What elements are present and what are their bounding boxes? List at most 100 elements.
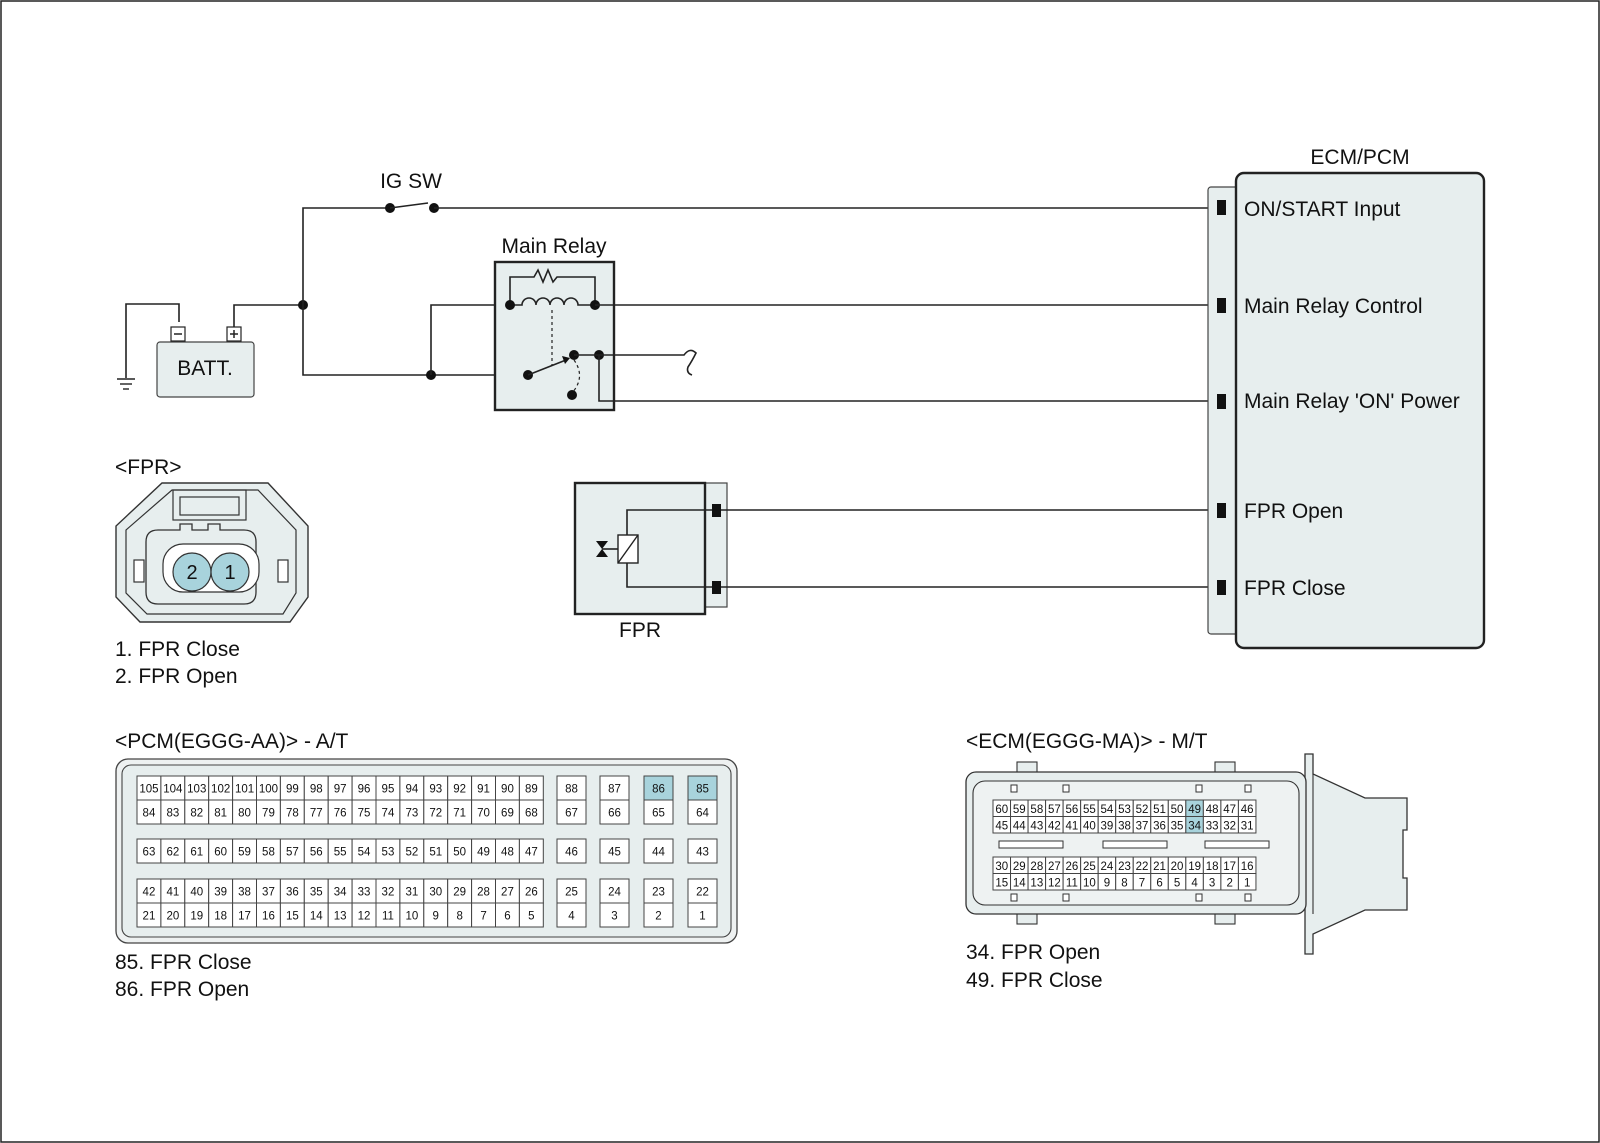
pin-cell-57: 57 [1045,799,1064,817]
fpr-pin-2-label: 2 [186,562,197,584]
svg-text:43: 43 [696,847,709,859]
pin-cell-78: 78 [279,799,305,825]
pin-cell-73: 73 [399,799,425,825]
svg-text:86: 86 [652,784,665,796]
pin-cell-104: 104 [160,775,186,801]
svg-text:5: 5 [1174,877,1180,889]
pin-cell-21: 21 [136,902,162,928]
svg-text:97: 97 [334,784,347,796]
pin-cell-37: 37 [256,878,281,904]
pin-cell-16: 16 [256,902,281,928]
svg-text:50: 50 [1171,804,1184,816]
svg-text:60: 60 [214,847,227,859]
svg-text:56: 56 [1065,804,1078,816]
pin-cell-89: 89 [518,775,544,801]
svg-text:49: 49 [1188,804,1201,816]
svg-text:10: 10 [405,911,418,923]
pcm-connector-title: <PCM(EGGG-AA)> - A/T [115,730,349,753]
svg-text:48: 48 [1206,804,1219,816]
svg-text:103: 103 [187,784,206,796]
svg-text:35: 35 [310,887,323,899]
fpr-connector-title: <FPR> [115,456,182,479]
svg-text:69: 69 [501,808,514,820]
svg-text:41: 41 [166,887,179,899]
pin-cell-28: 28 [471,878,497,904]
svg-text:57: 57 [286,847,299,859]
pin-cell-102: 102 [208,775,234,801]
svg-text:29: 29 [453,887,466,899]
svg-text:20: 20 [166,911,179,923]
circuit-diagram: BATT. IG SW Main Relay [117,146,1486,650]
svg-text:105: 105 [139,784,158,796]
svg-text:2: 2 [655,911,661,923]
pin-cell-13: 13 [327,902,353,928]
pin-cell-26: 26 [1062,856,1082,874]
pin-cell-28: 28 [1027,856,1047,874]
pin-cell-87: 87 [599,775,630,801]
pin-cell-33: 33 [1202,816,1222,834]
pin-cell-52: 52 [1132,799,1152,817]
pin-cell-74: 74 [375,799,401,825]
svg-text:35: 35 [1171,820,1184,832]
svg-text:2: 2 [1226,877,1232,889]
svg-text:6: 6 [504,911,510,923]
pin-cell-49: 49 [471,838,497,864]
svg-text:3: 3 [611,911,617,923]
svg-text:52: 52 [1136,804,1149,816]
svg-text:102: 102 [211,784,230,796]
svg-text:28: 28 [477,887,490,899]
svg-text:49: 49 [477,847,490,859]
pcm-legend-2: 86. FPR Open [115,978,249,1001]
pin-cell-29: 29 [447,878,473,904]
pin-cell-19: 19 [1185,856,1204,874]
fpr-pin-1-label: 1 [224,562,235,584]
svg-text:60: 60 [995,804,1008,816]
pin-cell-95: 95 [375,775,401,801]
ecm-module [1207,171,1486,650]
pin-cell-69: 69 [495,799,520,825]
svg-text:71: 71 [453,808,466,820]
svg-text:42: 42 [1048,820,1061,832]
pin-cell-88: 88 [556,775,587,801]
pin-cell-45: 45 [599,838,630,864]
svg-text:16: 16 [262,911,275,923]
pin-cell-4: 4 [556,902,587,928]
pin-cell-6: 6 [495,902,520,928]
pin-cell-7: 7 [471,902,497,928]
pin-cell-13: 13 [1027,873,1047,891]
svg-text:68: 68 [525,808,538,820]
pin-cell-43: 43 [687,838,718,864]
pin-cell-99: 99 [279,775,305,801]
pin-cell-82: 82 [184,799,210,825]
svg-text:8: 8 [1121,877,1127,889]
svg-text:36: 36 [1153,820,1166,832]
pin-cell-54: 54 [351,838,377,864]
pin-cell-34: 34 [327,878,353,904]
svg-text:70: 70 [477,808,490,820]
pin-cell-15: 15 [992,873,1012,891]
pin-cell-63: 63 [136,838,162,864]
svg-text:36: 36 [286,887,299,899]
battery-label: BATT. [177,357,233,380]
pin-cell-24: 24 [599,878,630,904]
pin-cell-21: 21 [1150,856,1169,874]
pin-cell-37: 37 [1132,816,1152,834]
pin-cell-103: 103 [184,775,210,801]
svg-text:30: 30 [429,887,442,899]
svg-text:45: 45 [995,820,1008,832]
ecm-pin-main-relay-on-power: Main Relay 'ON' Power [1244,390,1460,413]
pin-cell-35: 35 [303,878,329,904]
pin-cell-44: 44 [1010,816,1029,834]
svg-text:46: 46 [1241,804,1254,816]
svg-text:18: 18 [214,911,227,923]
svg-text:83: 83 [166,808,179,820]
pin-cell-36: 36 [1150,816,1169,834]
pin-cell-43: 43 [1027,816,1047,834]
svg-text:25: 25 [1083,861,1096,873]
svg-text:7: 7 [1139,877,1145,889]
svg-text:13: 13 [334,911,347,923]
pin-cell-24: 24 [1097,856,1117,874]
svg-text:81: 81 [214,808,227,820]
svg-text:19: 19 [190,911,203,923]
pin-cell-4: 4 [1185,873,1204,891]
